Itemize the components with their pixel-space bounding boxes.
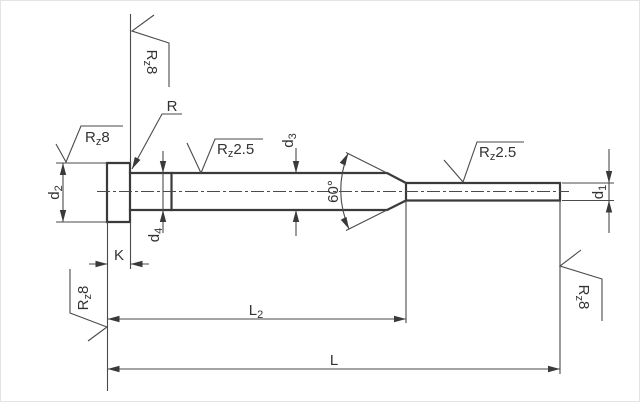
- fillet-radius-leader: R: [131, 98, 182, 170]
- dim-d3: d3: [280, 133, 300, 236]
- extension-lines: [56, 14, 614, 391]
- surface-finish-rz25-tip-label: Rz2.5: [479, 144, 516, 163]
- surface-finish-rz8-left: Rz8: [55, 125, 123, 164]
- dim-l: L: [107, 352, 560, 373]
- dim-k: K: [89, 247, 149, 268]
- surface-finish-rz8-bottom-right-label: Rz8: [573, 285, 592, 310]
- surface-finish-rz8-top-label: Rz8: [141, 50, 160, 75]
- cone-angle-label: 60°: [325, 180, 342, 203]
- dim-d2: d2: [46, 163, 67, 222]
- surface-finish-rz25-tip: Rz2.5: [443, 141, 524, 184]
- dim-k-label: K: [114, 247, 124, 264]
- dim-d1-label: d1: [590, 185, 609, 199]
- dim-d4-label: d4: [146, 228, 165, 242]
- surface-finish-rz8-bottom-left-label: Rz8: [75, 286, 94, 311]
- surface-finish-rz8-top: Rz8: [130, 14, 170, 87]
- surface-finish-rz8-bottom-left: Rz8: [69, 269, 109, 342]
- surface-finish-rz25-shaft: Rz2.5: [186, 138, 263, 175]
- dim-l2-label: L2: [249, 302, 263, 321]
- dim-d3-label: d3: [280, 133, 299, 147]
- fillet-radius-label: R: [167, 98, 178, 115]
- dim-l2: L2: [107, 302, 406, 323]
- dim-d4: d4: [146, 151, 167, 242]
- surface-finish-rz8-bottom-right: Rz8: [558, 249, 603, 321]
- surface-finish-rz8-left-label: Rz8: [85, 129, 110, 148]
- dim-l-label: L: [330, 352, 338, 369]
- dim-d1: d1: [590, 149, 613, 233]
- dim-cone-angle: 60°: [325, 152, 388, 231]
- surface-finish-rz25-shaft-label: Rz2.5: [217, 141, 254, 160]
- dim-d2-label: d2: [46, 185, 65, 199]
